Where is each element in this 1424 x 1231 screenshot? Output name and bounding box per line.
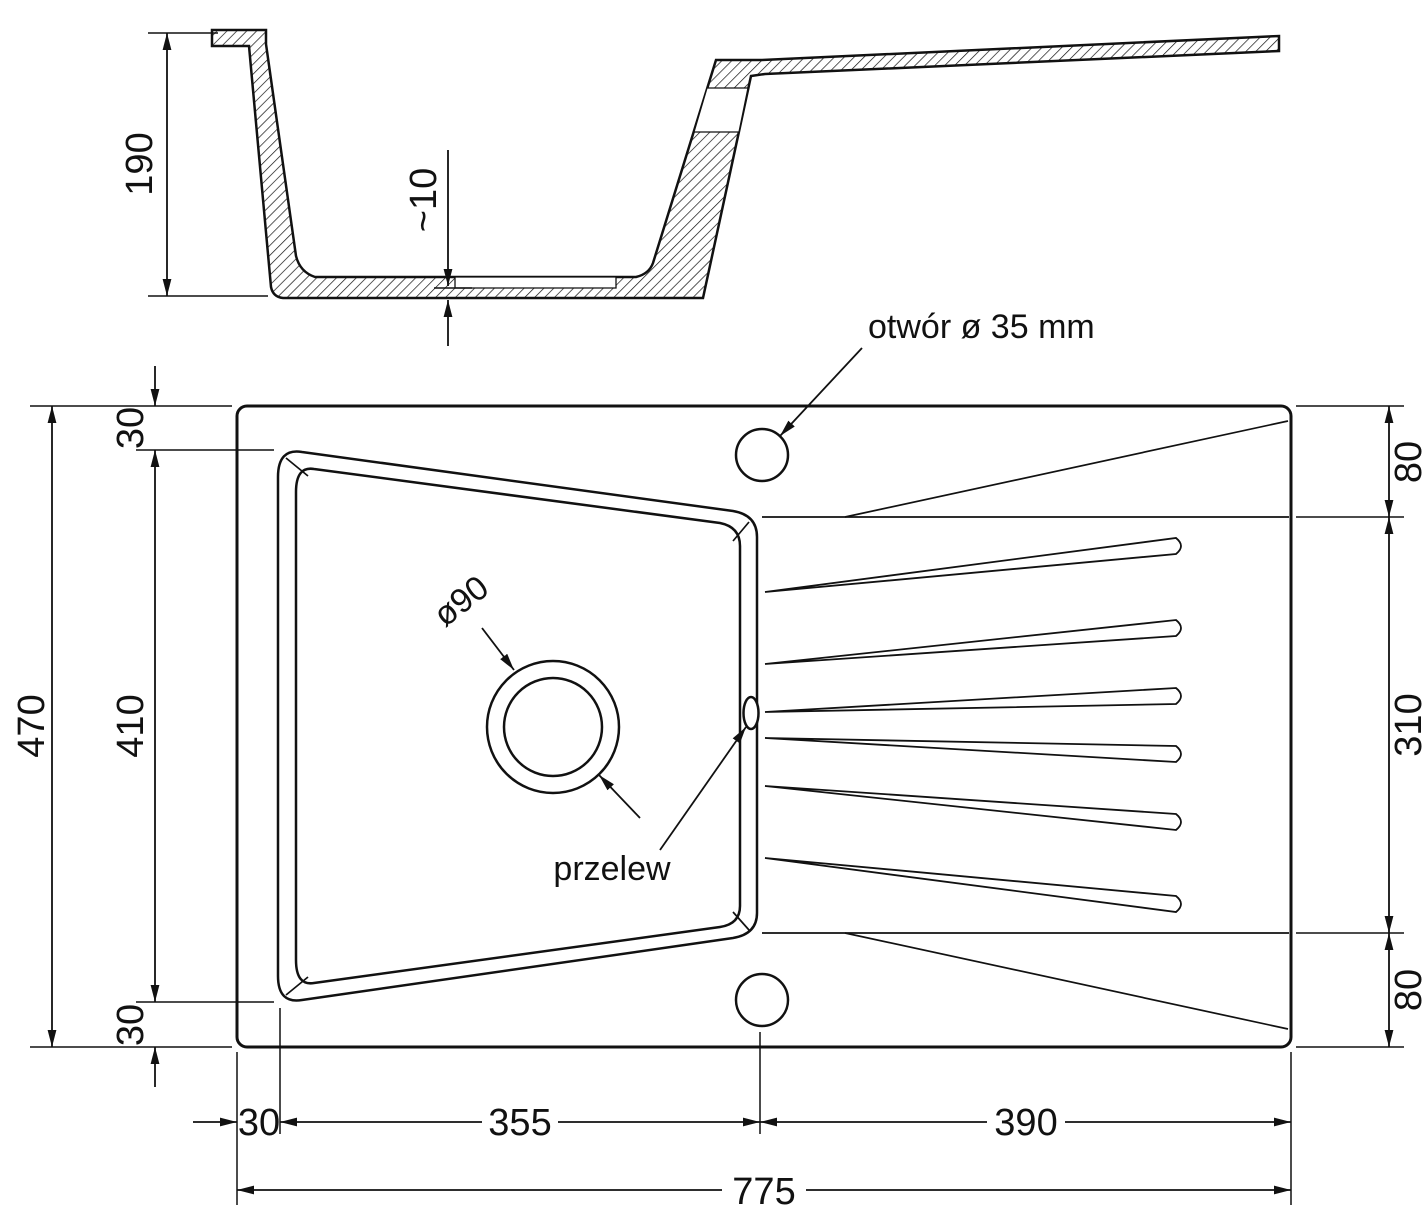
drain-inner-circle (502, 676, 604, 778)
drainer-groove (764, 857, 1182, 913)
drainer-grooves (762, 420, 1289, 1030)
basin-corner-tick (285, 976, 309, 996)
tap-hole-circle (734, 427, 790, 483)
plan-view: otwór ø 35 mm ø90 przelew 470 410 30 (11, 308, 1424, 1213)
dim-drainer-width: 390 (760, 1052, 1292, 1205)
drainer-corner-line (844, 932, 1289, 1030)
dim-rim-top-value: 30 (110, 407, 152, 449)
dim-text-mask (987, 1102, 1065, 1142)
drain-outer-circle (485, 659, 621, 795)
drainer-groove (764, 619, 1182, 665)
drainer-groove (764, 785, 1182, 831)
leader-line (659, 726, 747, 851)
leader-line (481, 627, 515, 671)
drainer-groove (764, 737, 1182, 763)
dim-left-margin: 30 (193, 1008, 281, 1205)
dim-overall-width: 775 (237, 1170, 1291, 1213)
dim-drainer-middle-value: 310 (1388, 693, 1424, 756)
leader-line (779, 347, 863, 437)
dim-text-mask (241, 1103, 279, 1141)
overflow-slot-plan (742, 695, 760, 731)
drainer-groove (764, 687, 1182, 713)
dim-basin-height-value: 410 (110, 694, 152, 757)
dim-basin-width-value: 355 (488, 1102, 551, 1144)
section-profile (210, 28, 1281, 300)
dim-rim-bottom-value: 30 (110, 1004, 152, 1046)
dim-rim-top: 30 (110, 366, 160, 449)
basin-corner-tick (285, 457, 309, 477)
label-overflow: przelew (553, 726, 747, 888)
dim-overall-height: 470 (11, 405, 232, 1048)
drainer-corner-line (844, 420, 1289, 518)
overflow-label: przelew (553, 850, 671, 888)
bottom-hole-circle (734, 972, 790, 1028)
dim-basin-height: 410 (110, 449, 274, 1003)
dim-rim-bottom: 30 (110, 1004, 160, 1087)
dim-bottom-thickness-value: ~10 (403, 168, 445, 232)
tap-hole-label: otwór ø 35 mm (868, 308, 1095, 346)
dim-basin-width: 355 (280, 1032, 761, 1144)
dim-depth-value: 190 (119, 132, 161, 195)
dim-drainer-bottom-value: 80 (1388, 969, 1424, 1011)
dim-bottom-thickness: ~10 (403, 150, 472, 346)
dim-text-mask (482, 1102, 558, 1142)
dim-overall-height-value: 470 (11, 694, 53, 757)
dim-drainer-top: 80 (1296, 405, 1424, 518)
dim-drainer-bottom: 80 (1296, 933, 1424, 1048)
basin-corner-tick (732, 911, 750, 931)
drainer-groove (764, 537, 1182, 593)
label-tap-hole: otwór ø 35 mm (779, 308, 1095, 437)
basin-corner-tick (732, 521, 750, 542)
dim-left-margin-value: 30 (238, 1102, 280, 1144)
leader-line (598, 774, 641, 819)
dim-depth: 190 (119, 32, 268, 297)
section-bottom-recess (454, 276, 617, 289)
dim-drainer-top-value: 80 (1388, 441, 1424, 483)
dim-drainer-width-value: 390 (994, 1102, 1057, 1144)
dim-drainer-middle: 310 (1296, 517, 1424, 934)
section-overflow-slot (693, 87, 749, 133)
dim-overall-width-value: 775 (732, 1171, 795, 1213)
section-view: 190 ~10 (119, 28, 1281, 346)
dim-text-mask (722, 1170, 806, 1212)
